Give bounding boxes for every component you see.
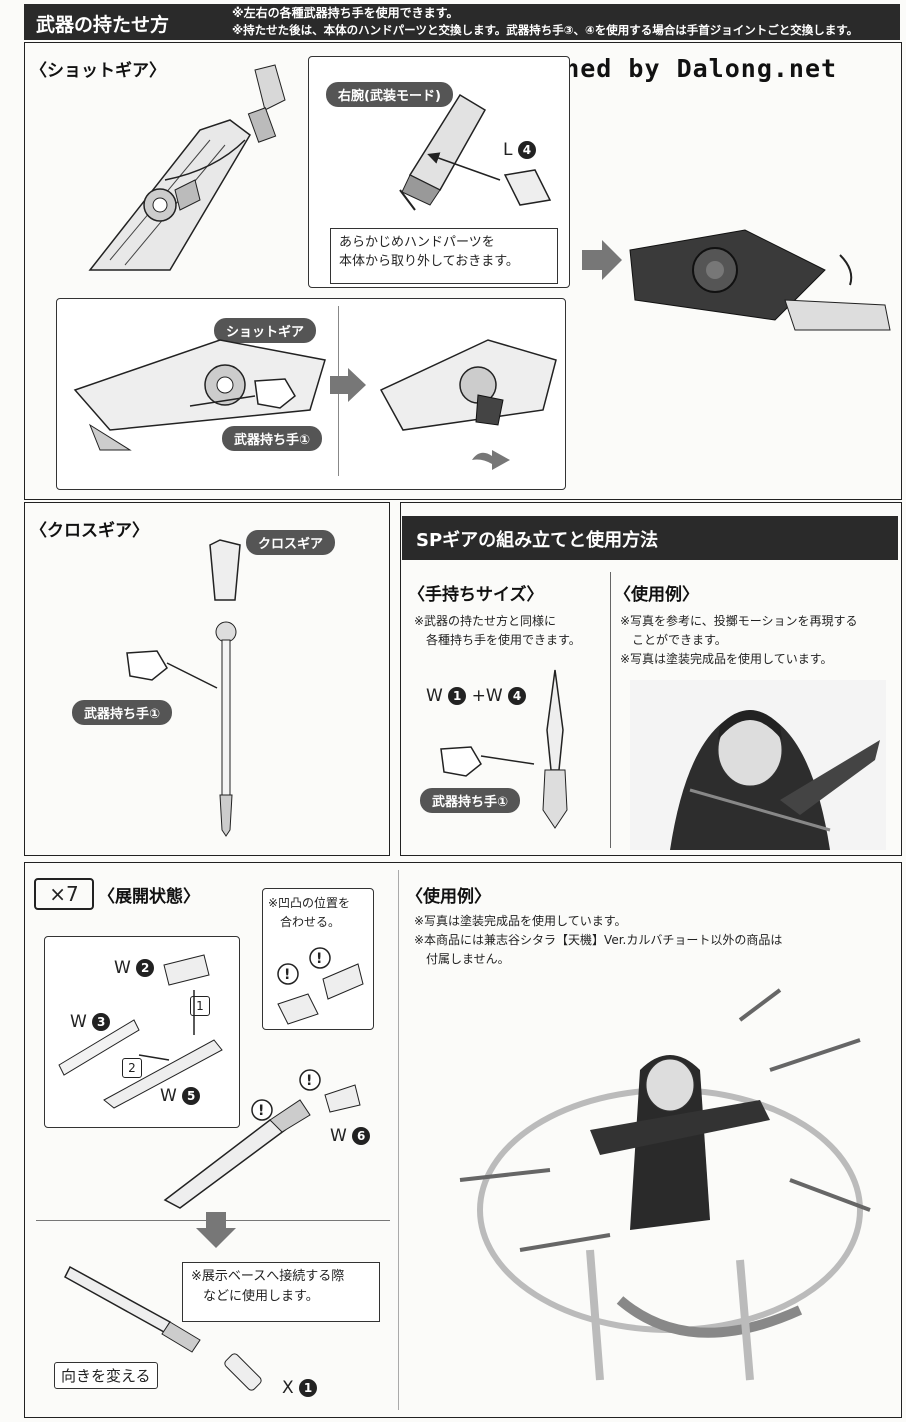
weapon-hand-label: 武器持ち手①: [72, 700, 173, 725]
page-title: 武器の持たせ方: [36, 14, 170, 36]
cross-gear-title: 〈クロスギア〉: [30, 521, 149, 541]
step-1-hexagon: 1: [190, 996, 210, 1016]
shot-gear-side-illustration: [73, 339, 326, 451]
section-header-bar: 武器の持たせ方: [24, 4, 228, 40]
part-number-badge: 4: [508, 687, 527, 705]
weapon-hand-label: 武器持ち手①: [222, 426, 323, 451]
step-2-hexagon: 2: [122, 1058, 142, 1078]
header-note-2: ※持たせた後は、本体のハンドパーツと交換します。武器持ち手③、④を使用する場合は…: [232, 23, 859, 37]
sp-divider: [610, 572, 611, 848]
sp-gear-title: SPギアの組み立てと使用方法: [416, 530, 659, 551]
hand-fist-icon: [189, 378, 296, 409]
part-number-badge: 4: [517, 141, 536, 159]
deploy-section: [24, 862, 902, 1418]
part-x1-label: X 1: [282, 1378, 318, 1398]
usage-example-title: 〈使用例〉: [614, 585, 699, 605]
shot-gear-held-illustration: [379, 339, 557, 431]
right-arm-illustration: [399, 93, 487, 211]
part-number-badge: 3: [92, 1013, 111, 1031]
usage-photo-deployed-figure: [459, 988, 871, 1381]
usage-example-2-notes: ※写真は塗装完成品を使用しています。 ※本商品には兼志谷シタラ【天機】Ver.カ…: [414, 914, 783, 966]
hand-size-note: ※武器の持たせ方と同様に 各種持ち手を使用できます。: [414, 614, 581, 647]
deploy-v-divider: [398, 870, 399, 1410]
svg-text:!: !: [258, 1103, 264, 1119]
part-number-badge: 6: [352, 1127, 371, 1145]
svg-text:!: !: [316, 951, 322, 967]
hand-fist-icon: [440, 746, 535, 777]
weapon-hand-label: 武器持ち手①: [420, 788, 521, 813]
hand-part-L4-illustration: [427, 152, 552, 206]
sp-gear-header: SPギアの組み立てと使用方法: [402, 516, 898, 560]
cross-gear-illustration: [209, 539, 241, 837]
part-number-badge: 1: [299, 1379, 318, 1397]
right-arm-label: 右腕(武装モード): [326, 82, 453, 107]
hand-size-spear-illustration: [542, 669, 568, 829]
deploy-assembled-illustration: ! !: [163, 1069, 361, 1209]
usage-example-notes: ※写真を参考に、投擲モーションを再現する ことができます。 ※写真は塗装完成品を…: [620, 614, 858, 666]
header-note-1: ※左右の各種武器持ち手を使用できます。: [232, 6, 459, 20]
part-w3-label: W 3: [70, 1012, 111, 1032]
parts-combination: W 1 +W 4: [426, 686, 527, 706]
part-L4-label: L 4: [503, 140, 536, 160]
usage-photo-figure: [630, 680, 886, 850]
deploy-count-box: ×7: [34, 878, 94, 910]
usage-example-2-title: 〈使用例〉: [406, 887, 491, 907]
down-arrow-icon: [196, 1212, 236, 1248]
step-arrow-icon: [582, 240, 622, 280]
shot-gear-label: ショットギア: [214, 318, 317, 343]
cross-gear-label: クロスギア: [246, 530, 336, 555]
svg-text:!: !: [284, 967, 290, 983]
hand-fist-icon: [126, 650, 218, 689]
remove-hand-note: あらかじめハンドパーツを 本体から取り外しておきます。: [330, 228, 558, 284]
part-w6-label: W 6: [330, 1126, 371, 1146]
turn-direction-label: 向きを変える: [54, 1362, 158, 1389]
wrist-joint-illustration: [164, 64, 286, 181]
align-note: ※凹凸の位置を 合わせる。: [268, 896, 351, 929]
sp-gear-section: [400, 502, 902, 856]
hand-size-title: 〈手持ちサイズ〉: [408, 585, 544, 605]
rotate-arrow-icon: [472, 450, 510, 470]
cross-gear-section: [24, 502, 390, 856]
part-w5-label: W 5: [160, 1086, 201, 1106]
deploy-title: 〈展開状態〉: [98, 887, 200, 907]
part-number-badge: 5: [182, 1087, 201, 1105]
shot-gear-title: 〈ショットギア〉: [30, 61, 166, 81]
part-number-badge: 1: [448, 687, 467, 705]
shot-gear-section: [24, 42, 902, 500]
part-number-badge: 2: [136, 959, 155, 977]
header-notes-bar: [228, 4, 900, 40]
deploy-parts-illustration: [58, 954, 223, 1109]
base-note-callout: ※展示ベースへ接続する際 などに使用します。: [182, 1262, 380, 1322]
svg-text:!: !: [306, 1073, 312, 1089]
part-w2-label: W 2: [114, 958, 155, 978]
turned-spear-illustration: [64, 1265, 262, 1391]
assembled-arm-illustration: [629, 229, 891, 331]
step-arrow-icon: [330, 368, 366, 402]
align-detail-illustration: ! !: [277, 947, 364, 1025]
